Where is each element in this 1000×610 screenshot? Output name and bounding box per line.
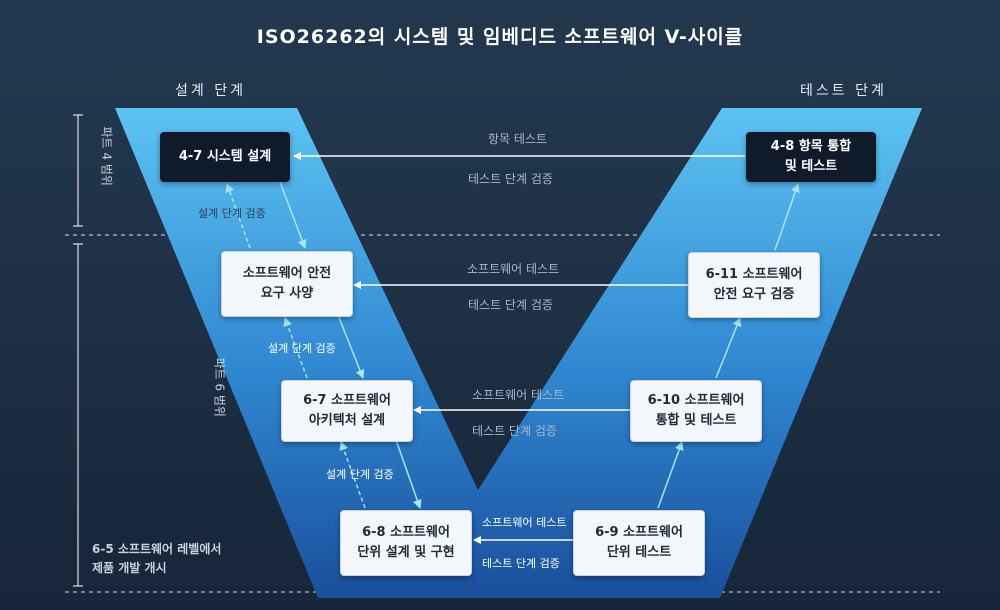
item-test-verify-label: 테스트 단계 검증 [468, 172, 553, 186]
item-integration-line1: 4-8 항목 통합 [770, 139, 852, 154]
sw-integration-verify-label: 테스트 단계 검증 [472, 424, 557, 438]
sw-safety-verify-line1: 6-11 소프트웨어 [705, 267, 803, 282]
design-flow-arrow-2 [337, 314, 365, 379]
sw-safety-verify-label: 테스트 단계 검증 [468, 298, 553, 312]
design-verify-arrow-1 [225, 183, 251, 249]
v-cycle-shape [115, 108, 922, 598]
sw-unit-design-line2: 단위 설계 및 구현 [357, 545, 455, 560]
sw-unit-design-box[interactable]: 6-8 소프트웨어 단위 설계 및 구현 [340, 510, 472, 576]
sw-safety-verify-box[interactable]: 6-11 소프트웨어 안전 요구 검증 [688, 252, 820, 318]
test-flow-arrow-3 [774, 183, 800, 251]
footnote: 6-5 소프트웨어 레벨에서 제품 개발 개시 [92, 540, 221, 578]
part6-scope-label: 파트 6 범위 [212, 357, 227, 417]
sw-integration-test-label: 소프트웨어 테스트 [472, 388, 565, 402]
sw-integration-line2: 통합 및 테스트 [655, 413, 737, 428]
sw-unit-test-label: 소프트웨어 테스트 [482, 516, 567, 529]
sw-safety-verify-line2: 안전 요구 검증 [713, 287, 795, 302]
sw-unit-test-line1: 6-9 소프트웨어 [595, 525, 683, 540]
test-flow-arrow-2 [715, 317, 742, 379]
system-design-title: 4-7 시스템 설계 [178, 149, 272, 164]
sw-integration-box[interactable]: 6-10 소프트웨어 통합 및 테스트 [630, 380, 762, 442]
part4-scope-label: 파트 4 범위 [99, 126, 114, 186]
design-flow-arrow-1 [279, 181, 307, 249]
item-integration-box[interactable]: 4-8 항목 통합 및 테스트 [746, 132, 876, 182]
sw-unit-test-line2: 단위 테스트 [606, 545, 672, 560]
sw-architecture-line2: 아키텍처 설계 [308, 413, 386, 428]
design-verify-arrow-3 [339, 441, 366, 509]
system-design-box[interactable]: 4-7 시스템 설계 [160, 132, 290, 182]
test-flow-arrow-1 [657, 441, 684, 509]
sw-safety-test-label: 소프트웨어 테스트 [467, 262, 560, 276]
item-test-label: 항목 테스트 [488, 132, 548, 146]
sw-unit-verify-label: 테스트 단계 검증 [482, 557, 560, 570]
design-verify-label-1: 설계 단계 검증 [198, 207, 266, 220]
item-integration-line2: 및 테스트 [784, 159, 838, 174]
sw-architecture-box[interactable]: 6-7 소프트웨어 아키텍처 설계 [281, 380, 413, 442]
design-verify-arrow-2 [283, 317, 308, 379]
footnote-line2: 제품 개발 개시 [92, 561, 167, 575]
diagram-title: ISO26262의 시스템 및 임베디드 소프트웨어 V-사이클 [256, 26, 744, 48]
sw-integration-line1: 6-10 소프트웨어 [647, 393, 745, 408]
design-flow-arrow-3 [395, 439, 422, 509]
design-verify-label-3: 설계 단계 검증 [326, 468, 394, 481]
sw-safety-req-box[interactable]: 소프트웨어 안전 요구 사양 [221, 251, 353, 317]
design-phase-label: 설계 단계 [175, 83, 246, 99]
sw-safety-req-line1: 소프트웨어 안전 [242, 266, 332, 281]
sw-safety-req-line2: 요구 사양 [260, 286, 314, 301]
test-phase-label: 테스트 단계 [800, 83, 887, 99]
sw-unit-design-line1: 6-8 소프트웨어 [362, 525, 450, 540]
design-verify-label-2: 설계 단계 검증 [268, 342, 336, 355]
footnote-line1: 6-5 소프트웨어 레벨에서 [92, 542, 222, 556]
sw-unit-test-box[interactable]: 6-9 소프트웨어 단위 테스트 [573, 510, 705, 576]
sw-architecture-line1: 6-7 소프트웨어 [303, 393, 391, 408]
